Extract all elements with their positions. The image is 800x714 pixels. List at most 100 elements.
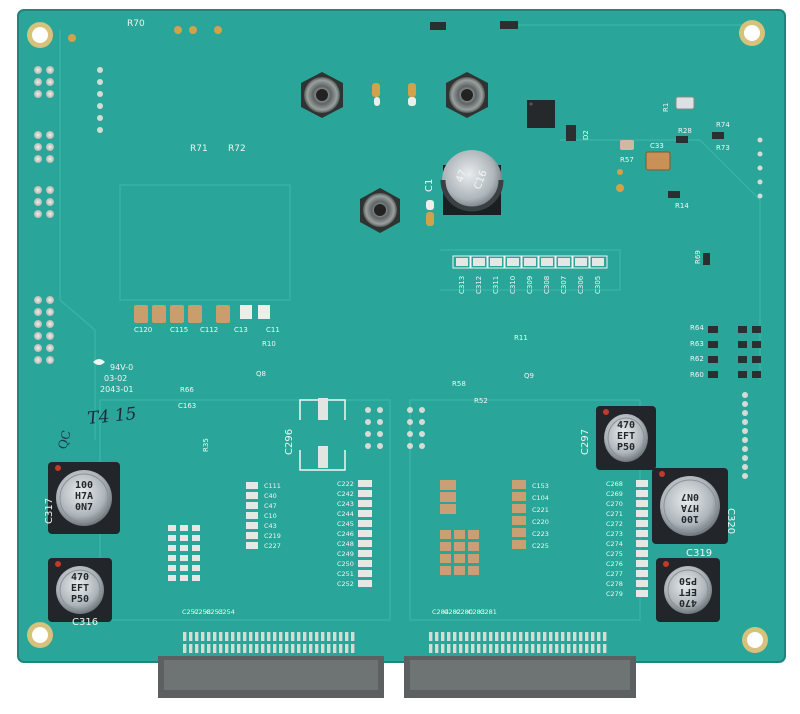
via-pad <box>377 431 383 437</box>
smd-capacitor <box>246 522 258 529</box>
cap-label: C243 <box>337 500 354 508</box>
connector-pin <box>183 644 187 653</box>
via-pad <box>34 332 42 340</box>
via-pad <box>34 296 42 304</box>
connector-pin <box>501 644 505 653</box>
connector-pin <box>339 632 343 641</box>
connector-pin <box>297 644 301 653</box>
via-pad <box>34 186 42 194</box>
connector-pin <box>327 644 331 653</box>
connector-pin <box>453 644 457 653</box>
smd-capacitor <box>636 480 648 487</box>
marking-line-3: 2043-01 <box>100 385 133 394</box>
smd-capacitor <box>246 532 258 539</box>
connector-pin <box>507 644 511 653</box>
smd-capacitor <box>246 502 258 509</box>
smd-capacitor <box>468 566 479 575</box>
connector-pin <box>225 632 229 641</box>
connector-pin <box>345 632 349 641</box>
connector-body <box>410 660 630 690</box>
label-c11: C11 <box>266 326 280 334</box>
cap-label: C284 <box>432 608 449 616</box>
label-c120: C120 <box>134 326 152 334</box>
bank-label: C309 <box>526 276 534 294</box>
pcb-edge-shade <box>17 9 786 663</box>
connector-pin <box>441 644 445 653</box>
connector-pin <box>603 632 607 641</box>
polarity-dot <box>55 561 61 567</box>
resistor <box>708 341 718 348</box>
label-c1: C1 <box>424 179 435 192</box>
cap-label: C254 <box>218 608 235 616</box>
smd-capacitor <box>180 525 188 531</box>
connector-pin <box>513 644 517 653</box>
connector-pin <box>501 632 505 641</box>
via-pad <box>365 443 371 449</box>
smd-capacitor <box>454 566 465 575</box>
connector-pin <box>279 644 283 653</box>
label-c163: C163 <box>178 402 196 410</box>
qc-stamp: QC <box>55 429 73 451</box>
smd-capacitor <box>440 492 456 502</box>
smd-capacitor <box>512 480 526 489</box>
via-pad <box>419 407 425 413</box>
smd-capacitor <box>168 565 176 571</box>
connector-pin <box>267 644 271 653</box>
cap-label: C275 <box>606 550 623 558</box>
connector-pin <box>513 632 517 641</box>
label-c297: C297 <box>580 429 591 455</box>
cap-top <box>664 566 712 614</box>
label-q9: Q9 <box>524 372 534 380</box>
cap-label: C242 <box>337 490 354 498</box>
via-pad <box>46 143 54 151</box>
via-pad <box>757 151 763 157</box>
connector-pin <box>555 632 559 641</box>
connector-pin <box>255 644 259 653</box>
connector-pin <box>351 632 355 641</box>
smd-capacitor <box>558 258 570 266</box>
label-r62: R62 <box>690 355 704 363</box>
resistor <box>752 326 761 333</box>
connector-pin <box>189 644 193 653</box>
connector-pin <box>549 632 553 641</box>
label-c115: C115 <box>170 326 188 334</box>
cap-marking: H7A <box>75 491 93 502</box>
via-pad <box>97 127 103 133</box>
label-r72: R72 <box>228 144 246 154</box>
smd-outline <box>571 255 591 269</box>
label-r60: R60 <box>690 371 704 379</box>
cap-marking: P50 <box>679 575 697 586</box>
label-r64: R64 <box>690 324 704 332</box>
cap-label: C282 <box>444 608 461 616</box>
connector-pin <box>231 644 235 653</box>
connector-pin <box>591 644 595 653</box>
smd-capacitor <box>636 510 648 517</box>
smd-capacitor <box>636 590 648 597</box>
label-r69: R69 <box>694 250 702 264</box>
smd-capacitor <box>636 500 648 507</box>
connector-pin <box>579 632 583 641</box>
smd-capacitor <box>636 530 648 537</box>
polarity-dot <box>663 561 669 567</box>
silkscreen-labels: R70 R71 R72 C1 R1 R28 R74 R73 R57 C33 R1… <box>44 19 736 628</box>
cap-label: C244 <box>337 510 354 518</box>
cap-top <box>604 414 648 462</box>
connector-pin <box>309 644 313 653</box>
connector-pin <box>195 632 199 641</box>
smd-capacitor <box>358 520 372 527</box>
label-r66: R66 <box>180 386 194 394</box>
cap-label: C276 <box>606 560 623 568</box>
via-pad <box>46 344 54 352</box>
smd-capacitor <box>512 504 526 513</box>
smd-capacitor <box>473 258 485 266</box>
bank-label: C311 <box>492 276 500 294</box>
smd-capacitor <box>468 530 479 539</box>
cap-label: C257 <box>182 608 199 616</box>
smd-capacitor <box>358 480 372 487</box>
connector-pin <box>267 632 271 641</box>
via-pad <box>34 143 42 151</box>
connector-pin <box>477 632 481 641</box>
via-pad <box>742 473 748 479</box>
connector-pin <box>573 632 577 641</box>
label-r28: R28 <box>678 127 692 135</box>
